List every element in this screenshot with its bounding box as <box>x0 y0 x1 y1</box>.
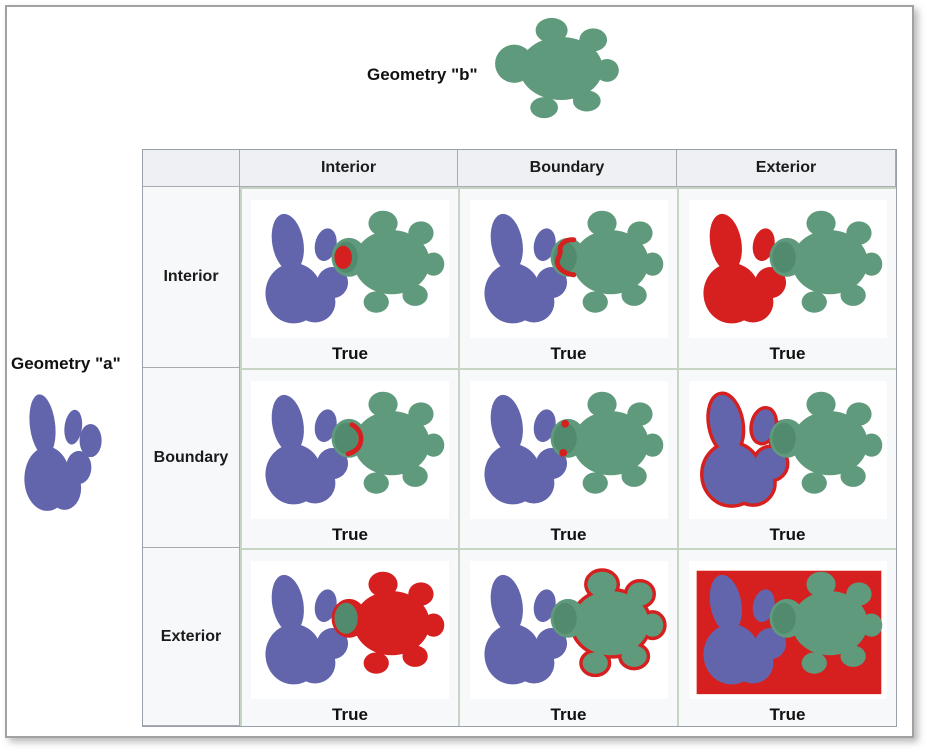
cell-value: True <box>550 344 587 363</box>
row-header-exterior: Exterior <box>143 548 240 726</box>
row-header-interior: Interior <box>143 187 240 368</box>
column-header-interior: Interior <box>240 150 458 187</box>
geometry-a-shape <box>24 394 102 511</box>
matrix-cell-exterior-boundary: True <box>458 548 677 726</box>
matrix-cell-exterior-interior: True <box>240 548 458 726</box>
cell-illustration <box>251 200 449 338</box>
cell-illustration <box>469 200 668 338</box>
matrix-cell-boundary-exterior: True <box>677 368 896 548</box>
cell-value: True <box>332 344 368 363</box>
result-window: Geometry "b" Geometry "a" Interior Bound… <box>5 5 914 738</box>
cell-value: True <box>769 525 806 544</box>
column-header-boundary: Boundary <box>458 150 677 187</box>
geometry-a-label: Geometry "a" <box>11 354 121 373</box>
geometry-b-shape <box>495 17 619 119</box>
cell-value: True <box>550 705 587 724</box>
row-header-boundary: Boundary <box>143 368 240 548</box>
cell-value: True <box>332 705 368 724</box>
matrix-cell-interior-interior: True <box>240 187 458 368</box>
cell-illustration <box>251 381 449 519</box>
cell-illustration <box>251 561 449 699</box>
column-header-exterior: Exterior <box>677 150 896 187</box>
cell-value: True <box>769 705 806 724</box>
matrix-cell-boundary-interior: True <box>240 368 458 548</box>
cell-illustration <box>469 561 668 699</box>
cell-illustration <box>688 381 887 519</box>
cell-value: True <box>769 344 806 363</box>
cell-value: True <box>332 525 368 544</box>
cell-illustration <box>688 561 887 699</box>
relation-matrix: Interior Boundary Exterior Interior True… <box>142 149 897 727</box>
cell-illustration <box>469 381 668 519</box>
matrix-cell-interior-exterior: True <box>677 187 896 368</box>
matrix-cell-exterior-exterior: True <box>677 548 896 726</box>
cell-illustration <box>688 200 887 338</box>
geometry-b-label: Geometry "b" <box>367 65 478 84</box>
matrix-cell-boundary-boundary: True <box>458 368 677 548</box>
matrix-cell-interior-boundary: True <box>458 187 677 368</box>
matrix-corner-cell <box>143 150 240 187</box>
cell-value: True <box>550 525 587 544</box>
